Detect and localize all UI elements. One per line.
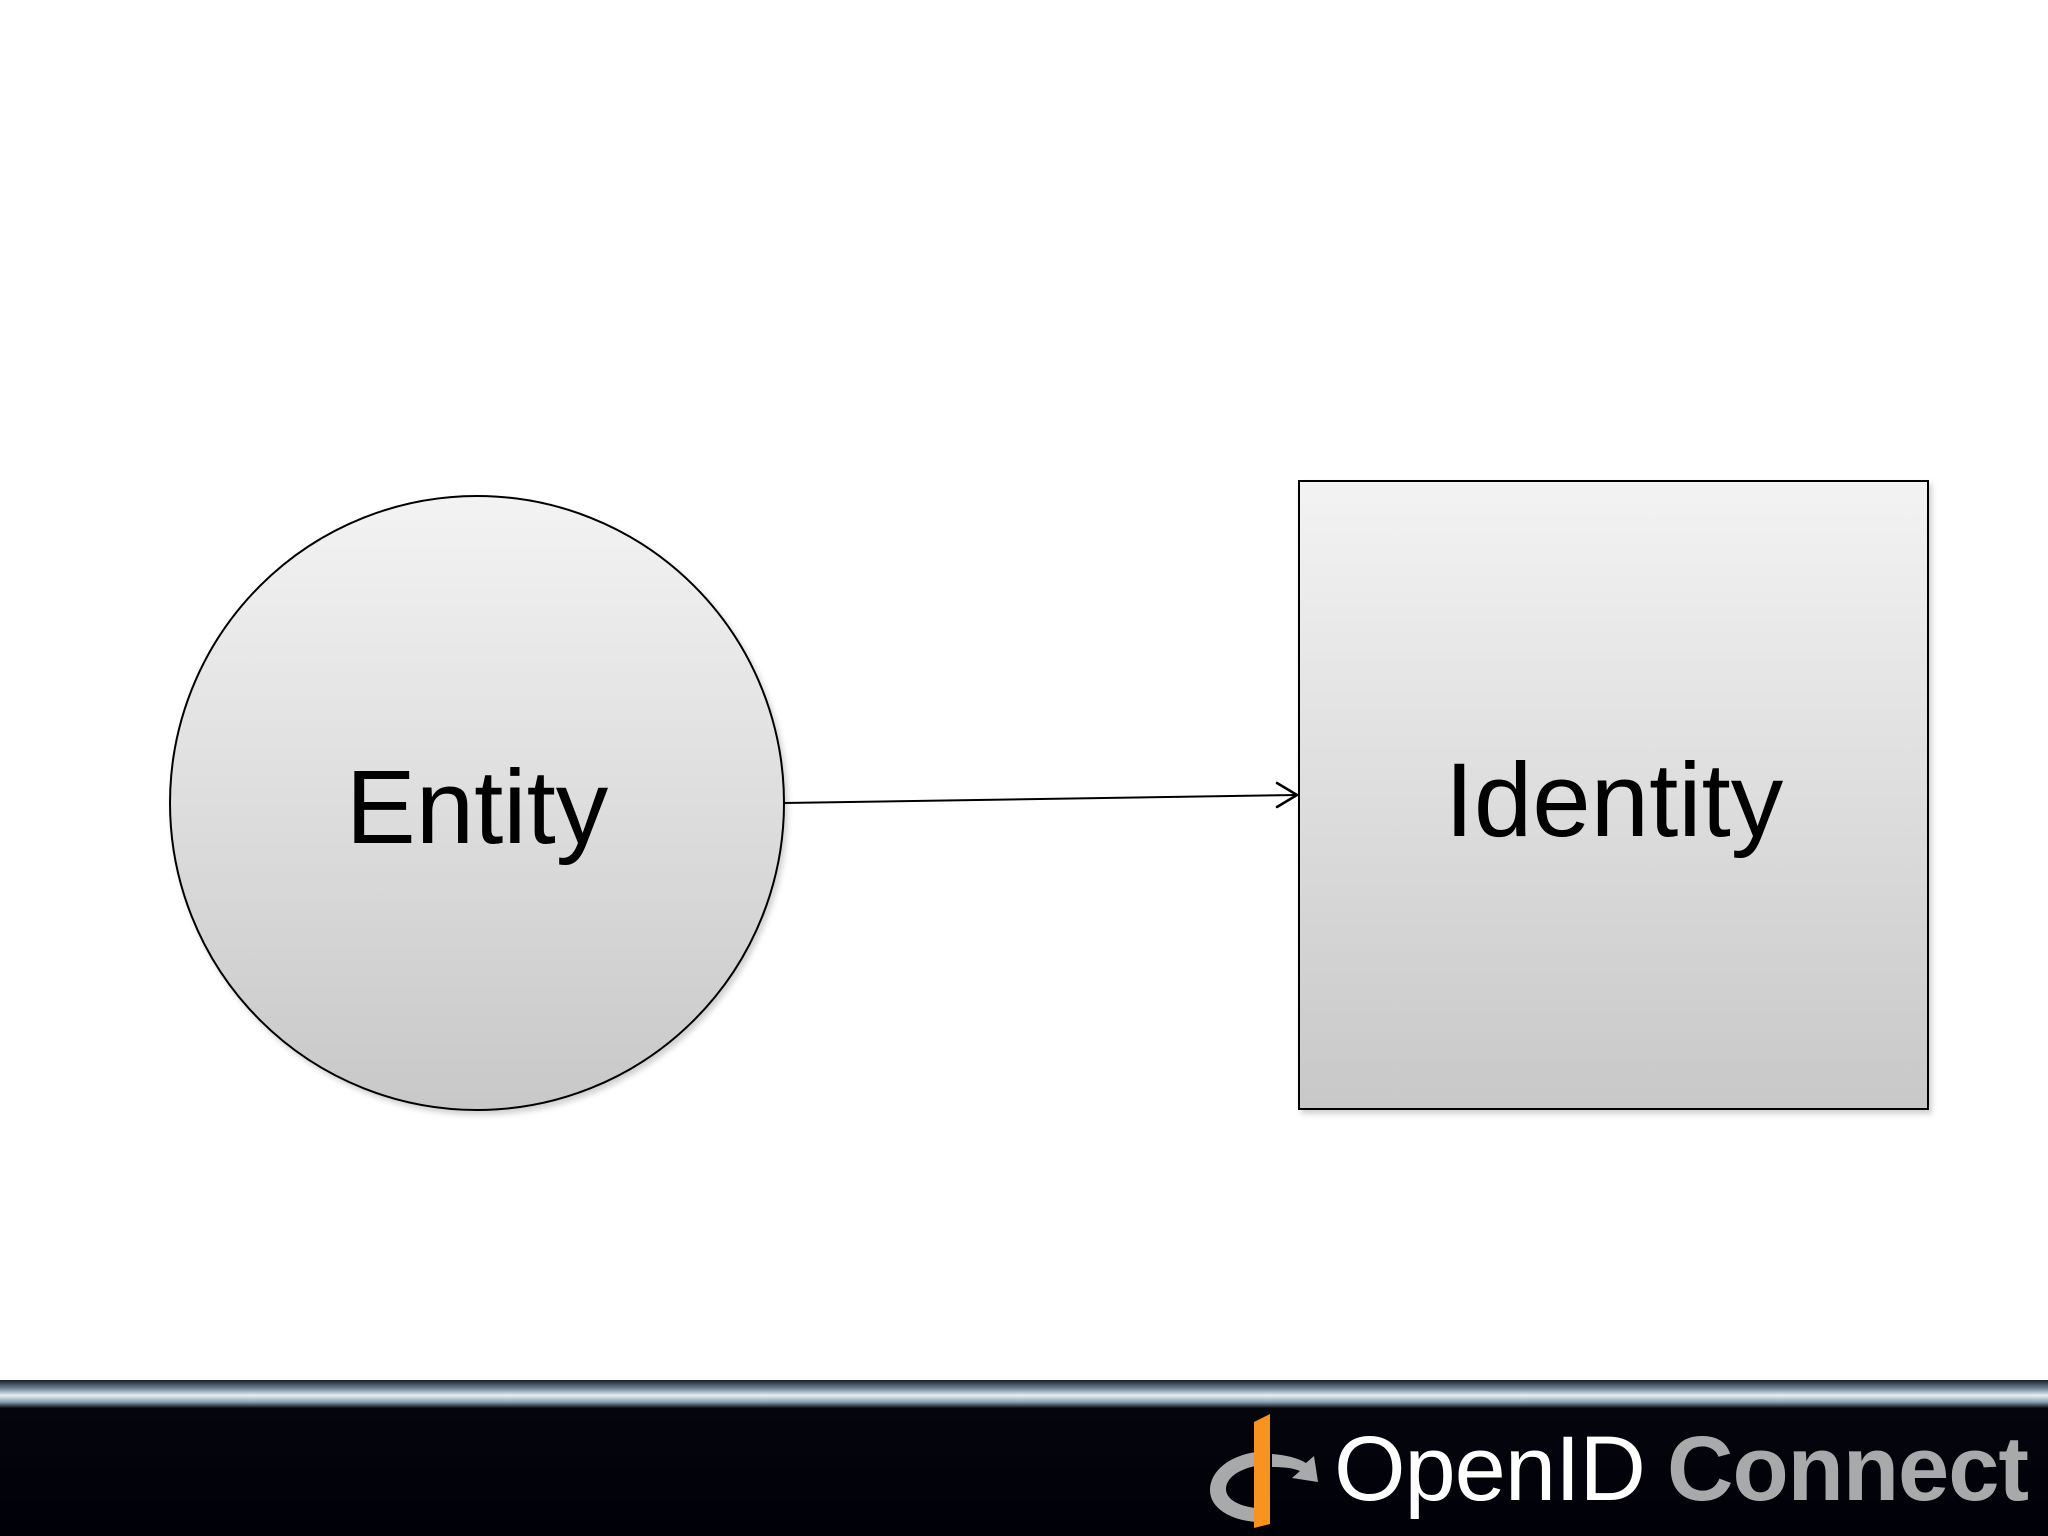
footer-bar: OpenID Connect <box>0 1380 2048 1536</box>
openid-connect-logo: OpenID Connect <box>1198 1410 2029 1528</box>
entity-node: Entity <box>169 495 785 1111</box>
footer-highlight-band <box>0 1380 2048 1408</box>
arrow-line <box>783 794 1298 804</box>
entity-label: Entity <box>346 749 609 866</box>
diagram: Entity Identity <box>169 480 1929 1111</box>
identity-rectangle <box>1298 480 1929 1110</box>
entity-to-identity-arrow <box>783 781 1299 809</box>
openid-logo-icon <box>1209 1414 1318 1528</box>
identity-node: Identity <box>1298 480 1929 1110</box>
footer-background <box>0 1408 2048 1536</box>
logo-text-connect: Connect <box>1667 1417 2029 1520</box>
arrow-head <box>1275 781 1299 809</box>
identity-label: Identity <box>1445 742 1784 859</box>
logo-text-openid: OpenID <box>1333 1417 1646 1520</box>
